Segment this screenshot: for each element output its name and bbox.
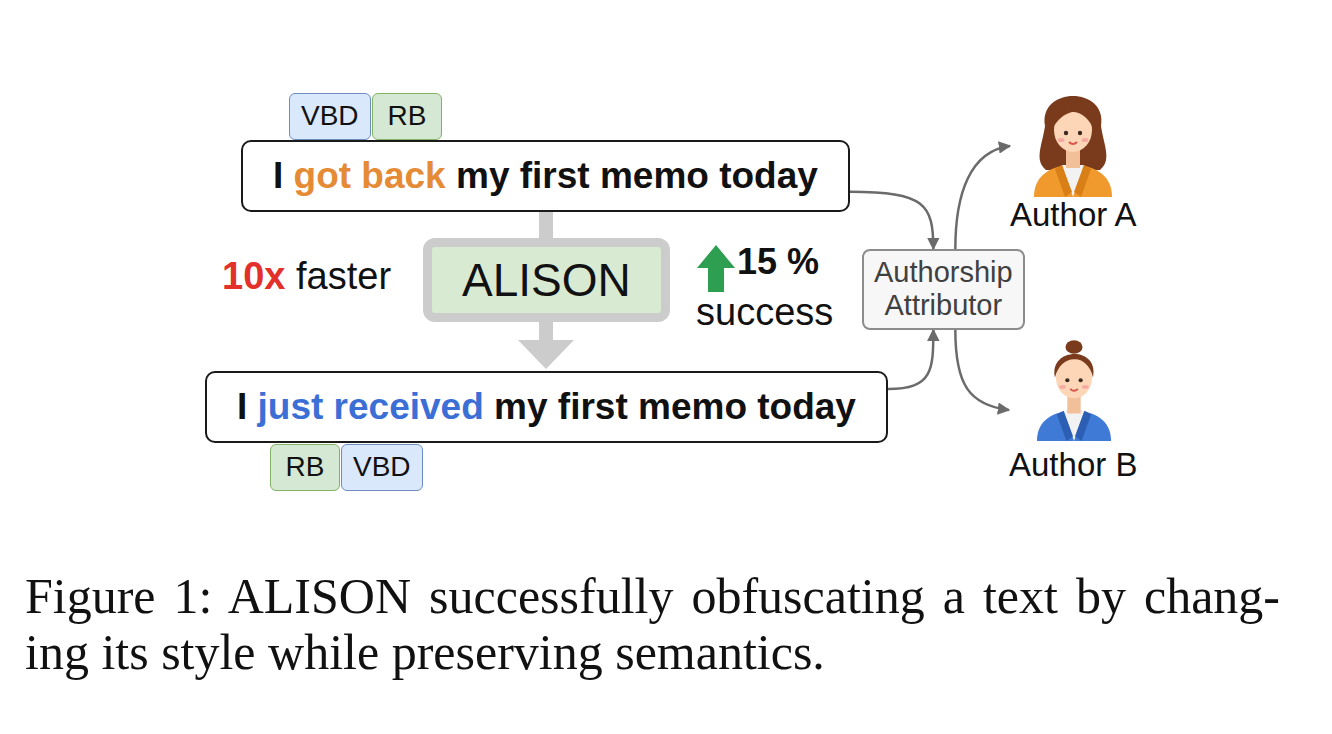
connector-line (955, 146, 1010, 249)
blush (1059, 385, 1066, 389)
blush (1082, 385, 1089, 389)
success-text: success (696, 291, 833, 335)
pos-tag-text: VBD (301, 94, 359, 138)
connector-arrow (955, 146, 1010, 249)
sentence-text: my first memo today (494, 386, 856, 428)
lapel (1075, 411, 1091, 441)
method-name: ALISON (462, 257, 631, 303)
attributor-box: Authorship Attributor (862, 249, 1025, 330)
flow-arrow (518, 322, 574, 369)
connector-arrow (955, 330, 1009, 410)
pos-tag-text: RB (384, 94, 430, 138)
hair (1040, 96, 1107, 170)
flow-arrow (546, 212, 547, 238)
pos-tag: VBD (289, 93, 371, 140)
eye (1065, 378, 1069, 382)
sentence-text: I (237, 386, 247, 428)
blush (1058, 138, 1065, 142)
jacket (1037, 410, 1111, 441)
flow-head (518, 340, 574, 369)
bangs (1053, 108, 1093, 128)
sentence-box: Ijust receivedmy first memo today (205, 371, 888, 443)
method-box: ALISON (423, 238, 670, 322)
sentence-text: got back (294, 155, 446, 197)
sentence-box: Igot backmy first memo today (241, 140, 850, 212)
hair (1054, 354, 1093, 378)
pos-tag: RB (270, 444, 340, 491)
up-arrow (697, 245, 735, 292)
sentence-text: my first memo today (456, 155, 818, 197)
sentence-text: just received (258, 386, 484, 428)
pos-tag: VBD (341, 444, 423, 491)
eye (1079, 378, 1083, 382)
speedup-text: faster (296, 255, 391, 299)
connector-arrow (850, 192, 933, 249)
hair-bun (1065, 340, 1082, 353)
flow-shaft (539, 212, 553, 238)
author-figure: Author B (1009, 330, 1137, 484)
success-value: 15 % (737, 241, 819, 282)
pos-tag: RB (372, 93, 442, 140)
lapel (1074, 165, 1091, 197)
lapel (1057, 411, 1073, 441)
author-icon (1030, 328, 1118, 442)
sentence-text: I (273, 155, 283, 197)
flow-shaft (539, 322, 553, 343)
pos-tag-text: VBD (353, 445, 411, 489)
connector-line (955, 330, 1009, 410)
connector-line (888, 330, 933, 389)
figure-caption: Figure 1: ALISON successfully obfuscatin… (25, 568, 1280, 680)
lapel (1055, 165, 1072, 197)
eye (1064, 131, 1068, 135)
jacket (1034, 164, 1112, 197)
blush (1082, 138, 1089, 142)
eye (1078, 131, 1082, 135)
attributor-text: Authorship Attributor (874, 256, 1013, 323)
author-label: Author A (1010, 196, 1137, 234)
mouth (1070, 389, 1078, 391)
mouth (1069, 142, 1077, 144)
pos-tag-text: RB (282, 445, 328, 489)
connector-line (850, 192, 933, 249)
author-label: Author B (1009, 446, 1137, 484)
author-figure: Author A (1010, 80, 1137, 234)
speedup-value: 10x (222, 255, 285, 299)
connector-arrow (888, 330, 933, 389)
author-icon (1026, 78, 1120, 198)
